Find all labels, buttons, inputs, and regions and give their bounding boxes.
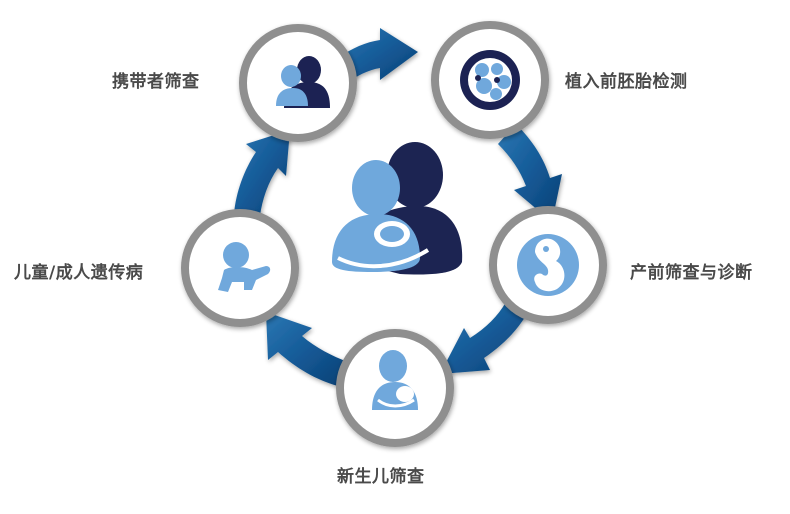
center-family-icon [332,142,463,275]
parent-holding-newborn-icon [372,350,418,410]
arrow-carrier-to-pgt [338,28,418,84]
stage-label-genetic-disease: 儿童/成人遗传病 [14,263,144,283]
cycle-arrows [234,28,562,386]
crawling-baby-icon [218,242,271,292]
stage-node-pgt [431,21,549,139]
stage-node-genetic-disease [181,209,299,327]
stage-node-carrier-screening [239,24,357,142]
arrow-newborn-to-disease [266,312,348,386]
stage-label-carrier-screening: 携带者筛查 [112,72,200,92]
arrow-prenatal-to-newborn [440,302,528,374]
stage-label-newborn: 新生儿筛查 [337,467,425,487]
mother-child-silhouette-icon [276,56,330,108]
stage-node-newborn [336,329,454,447]
stage-label-prenatal: 产前筛查与诊断 [630,263,753,283]
stage-node-prenatal [489,206,607,324]
arrow-pgt-to-prenatal [498,124,562,222]
embryo-cells-icon [460,50,520,110]
arrow-disease-to-carrier [234,130,290,216]
fetus-icon [517,234,579,296]
stage-label-pgt: 植入前胚胎检测 [565,72,688,92]
